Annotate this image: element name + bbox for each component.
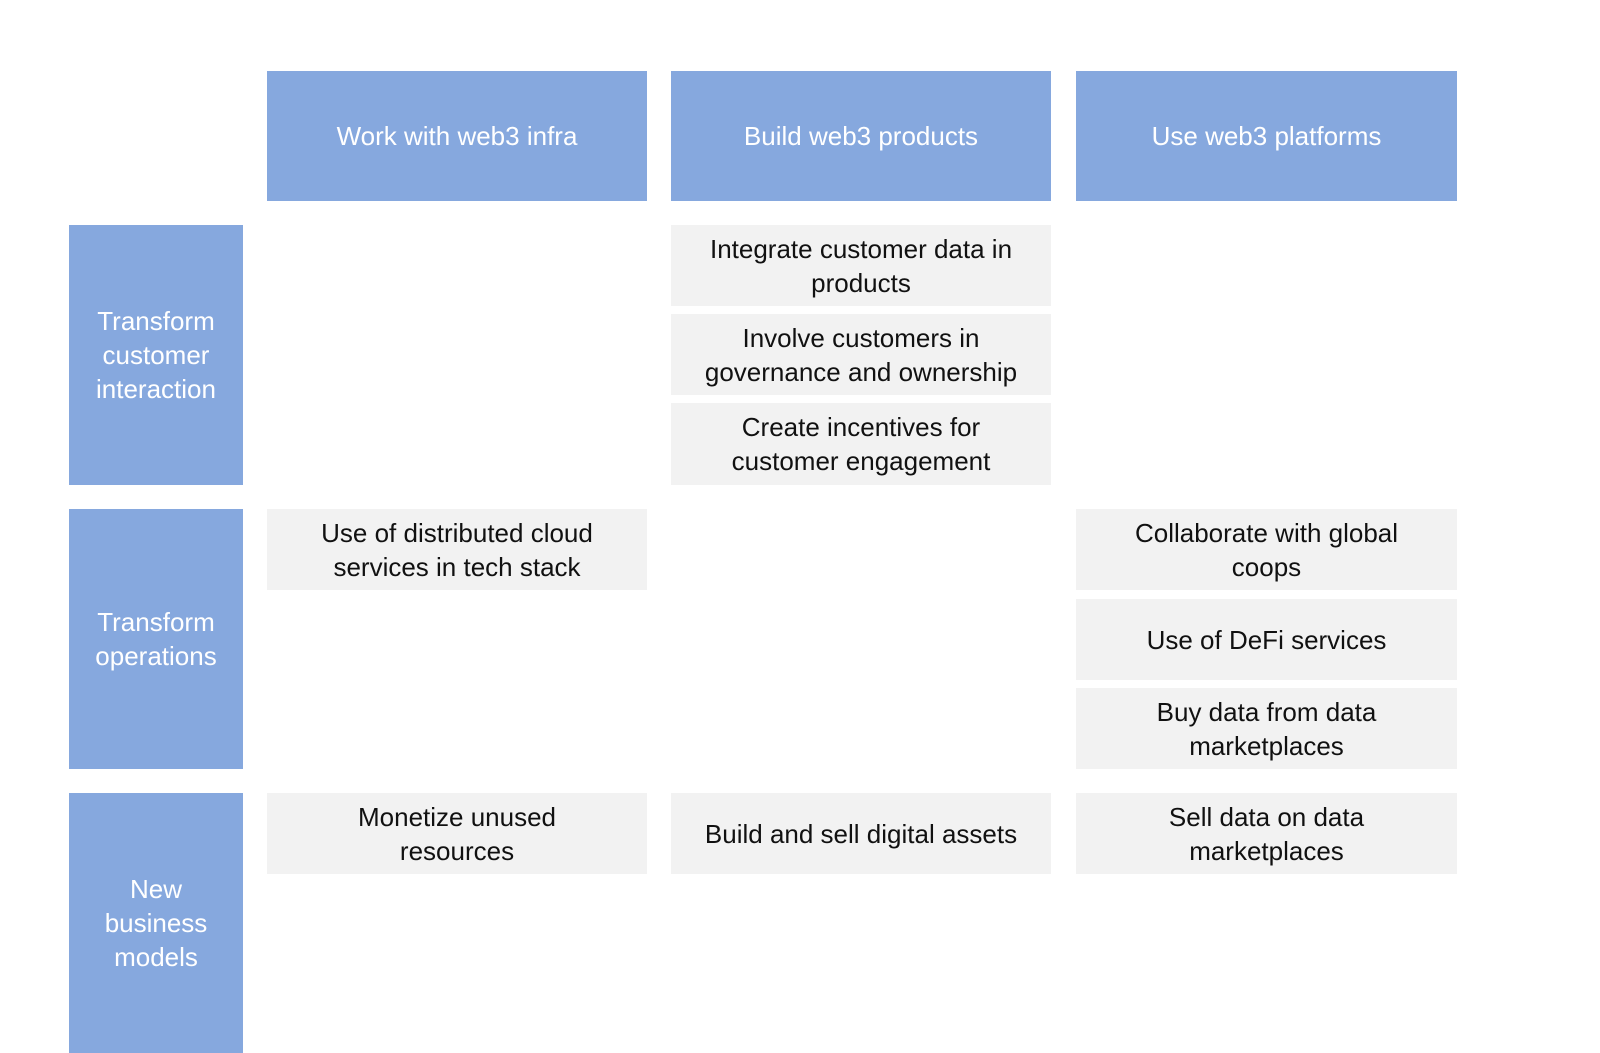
row-header-operations: Transform operations	[69, 509, 243, 769]
cell-defi-services: Use of DeFi services	[1076, 599, 1457, 680]
row-header-customer-interaction: Transform customer interaction	[69, 225, 243, 485]
cell-integrate-customer-data: Integrate customer data in products	[671, 225, 1051, 306]
cell-sell-data-marketplaces: Sell data on data marketplaces	[1076, 793, 1457, 874]
cell-build-sell-digital-assets: Build and sell digital assets	[671, 793, 1051, 874]
column-header-web3-platforms: Use web3 platforms	[1076, 71, 1457, 201]
cell-involve-customers-governance: Involve customers in governance and owne…	[671, 314, 1051, 395]
cell-distributed-cloud: Use of distributed cloud services in tec…	[267, 509, 647, 590]
row-header-business-models: New business models	[69, 793, 243, 1053]
cell-buy-data-marketplaces: Buy data from data marketplaces	[1076, 688, 1457, 769]
cell-monetize-unused-resources: Monetize unused resources	[267, 793, 647, 874]
column-header-web3-infra: Work with web3 infra	[267, 71, 647, 201]
cell-collaborate-global-coops: Collaborate with global coops	[1076, 509, 1457, 590]
column-header-web3-products: Build web3 products	[671, 71, 1051, 201]
cell-create-incentives: Create incentives for customer engagemen…	[671, 403, 1051, 485]
